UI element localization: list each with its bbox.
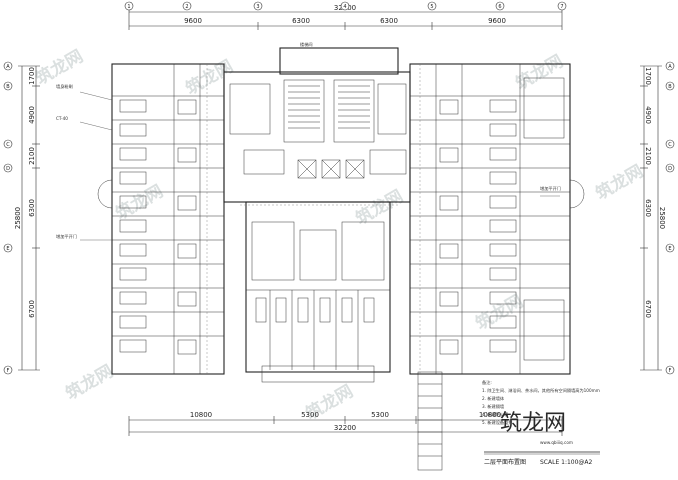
core-stairs-elevators bbox=[229, 79, 407, 179]
grid-label: 3 bbox=[256, 4, 259, 10]
annotation-text: CT-40 bbox=[56, 116, 68, 121]
building-outline bbox=[111, 47, 571, 375]
left-segment-dimension: 4900 bbox=[28, 106, 36, 124]
grid-label: 7 bbox=[560, 4, 563, 10]
right-segment-dimension: 1700 bbox=[644, 67, 652, 85]
grid-label: 2 bbox=[185, 4, 188, 10]
grid-label: 6 bbox=[498, 4, 501, 10]
grid-label: E bbox=[668, 246, 671, 252]
grid-label: D bbox=[6, 166, 10, 172]
right-segment-dimension: 6300 bbox=[644, 199, 652, 217]
bottom-segment-dimension: 5300 bbox=[301, 411, 319, 419]
top-grid-bubbles bbox=[124, 1, 567, 11]
right-segment-dimension: 6700 bbox=[644, 300, 652, 318]
grid-label: B bbox=[668, 84, 672, 90]
plan-scale: SCALE 1:100@A2 bbox=[540, 459, 593, 466]
grid-label: C bbox=[6, 142, 10, 148]
top-segment-dimension: 6300 bbox=[380, 17, 398, 25]
grid-label: C bbox=[668, 142, 672, 148]
top-segment-dimension: 9600 bbox=[184, 17, 202, 25]
left-wing-rooms bbox=[112, 64, 224, 374]
top-dimensions bbox=[128, 8, 563, 30]
right-segment-dimension: 4900 bbox=[644, 106, 652, 124]
right-segment-dimension: 2100 bbox=[644, 147, 652, 165]
watermark-url: www.qbiiiq.com bbox=[540, 440, 573, 445]
bottom-segment-dimension: 5300 bbox=[371, 411, 389, 419]
left-segment-dimension: 6300 bbox=[28, 199, 36, 217]
grid-label: 4 bbox=[343, 4, 346, 10]
title-block: 筑龙网 二层平面布置图 SCALE 1:100@A2 www.qbiiiq.co… bbox=[484, 411, 600, 466]
left-dimensions bbox=[18, 65, 40, 371]
right-total-dimension: 25800 bbox=[658, 207, 666, 229]
central-lower-rooms bbox=[246, 221, 390, 383]
grid-label: A bbox=[6, 64, 10, 70]
top-segment-dimension: 6300 bbox=[292, 17, 310, 25]
bottom-segment-dimension: 10800 bbox=[479, 411, 501, 419]
corridor-lines bbox=[206, 64, 421, 374]
bottom-total-dimension: 32200 bbox=[334, 424, 356, 432]
external-stair bbox=[417, 371, 443, 471]
notes-heading: 备注: bbox=[482, 379, 492, 386]
annotation-text: 增加平开门 bbox=[56, 233, 77, 240]
note-line: 5. 新建设备管井 bbox=[482, 419, 512, 426]
left-segment-dimension: 2100 bbox=[28, 147, 36, 165]
left-total-dimension: 25800 bbox=[14, 207, 22, 229]
grid-label: E bbox=[6, 246, 9, 252]
note-line: 1. 除卫生间、淋浴间、茶水间，其他所有空间隔墙高为100mm bbox=[482, 387, 600, 394]
annotation-text: 增加平开门 bbox=[540, 185, 561, 192]
watermark-brand: 筑龙网 bbox=[500, 411, 566, 436]
side-balconies bbox=[97, 179, 585, 209]
grid-label: 1 bbox=[127, 4, 130, 10]
grid-label: B bbox=[6, 84, 10, 90]
right-wing-rooms bbox=[410, 64, 570, 374]
grid-label: 5 bbox=[430, 4, 433, 10]
note-line: 4. 新建防火墙 bbox=[482, 411, 508, 418]
left-segment-dimension: 1700 bbox=[28, 67, 36, 85]
plan-title: 二层平面布置图 bbox=[484, 458, 526, 466]
right-grid-bubbles bbox=[665, 61, 675, 375]
grid-label: D bbox=[668, 166, 672, 172]
top-segment-dimension: 9600 bbox=[488, 17, 506, 25]
grid-label: F bbox=[669, 368, 672, 374]
grid-label: F bbox=[7, 368, 10, 374]
annotation-text: 墙身粉刷 bbox=[56, 83, 73, 90]
left-grid-bubbles bbox=[3, 61, 13, 375]
right-dimensions bbox=[640, 65, 662, 371]
note-line: 3. 新建隔墙 bbox=[482, 403, 504, 410]
note-line: 2. 新建墙体 bbox=[482, 395, 505, 402]
grid-label: A bbox=[668, 64, 672, 70]
left-segment-dimension: 6700 bbox=[28, 300, 36, 318]
notes-block: 备注: 1. 除卫生间、淋浴间、茶水间，其他所有空间隔墙高为100mm 2. 新… bbox=[482, 379, 600, 426]
bottom-segment-dimension: 10800 bbox=[190, 411, 212, 419]
annotation-leaders bbox=[79, 91, 560, 241]
annotation-text: 楼梯间 bbox=[300, 41, 313, 48]
bottom-dimensions bbox=[128, 416, 563, 436]
